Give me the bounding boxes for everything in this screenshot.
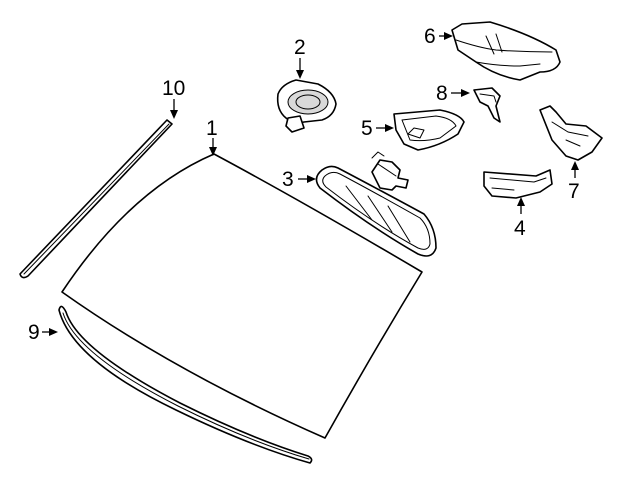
svg-text:5: 5 bbox=[361, 117, 373, 140]
callout-10: 10 bbox=[162, 77, 185, 119]
svg-text:2: 2 bbox=[294, 36, 306, 59]
svg-text:4: 4 bbox=[514, 217, 526, 240]
upper-cover bbox=[451, 21, 561, 81]
side-molding-strip bbox=[19, 119, 173, 279]
lower-molding-strip bbox=[58, 305, 313, 464]
callout-8: 8 bbox=[436, 82, 470, 105]
lower-cover bbox=[483, 169, 553, 199]
svg-text:8: 8 bbox=[436, 82, 448, 105]
side-cover bbox=[539, 105, 603, 161]
callout-7: 7 bbox=[568, 161, 580, 203]
svg-text:9: 9 bbox=[28, 321, 40, 344]
svg-text:1: 1 bbox=[206, 117, 218, 140]
svg-text:7: 7 bbox=[568, 180, 580, 203]
svg-text:3: 3 bbox=[282, 168, 294, 191]
callout-9: 9 bbox=[28, 321, 58, 344]
callout-4: 4 bbox=[514, 197, 526, 240]
clip bbox=[473, 87, 501, 123]
callout-3: 3 bbox=[282, 168, 316, 191]
rear-view-mirror bbox=[315, 151, 437, 257]
svg-text:10: 10 bbox=[162, 77, 185, 100]
mounting-bracket bbox=[393, 109, 465, 151]
rain-sensor bbox=[276, 79, 337, 133]
windshield-glass bbox=[61, 153, 423, 439]
callout-5: 5 bbox=[361, 117, 394, 140]
callout-1: 1 bbox=[206, 117, 218, 156]
callout-6: 6 bbox=[424, 25, 453, 48]
svg-text:6: 6 bbox=[424, 25, 436, 48]
callout-2: 2 bbox=[294, 36, 306, 79]
